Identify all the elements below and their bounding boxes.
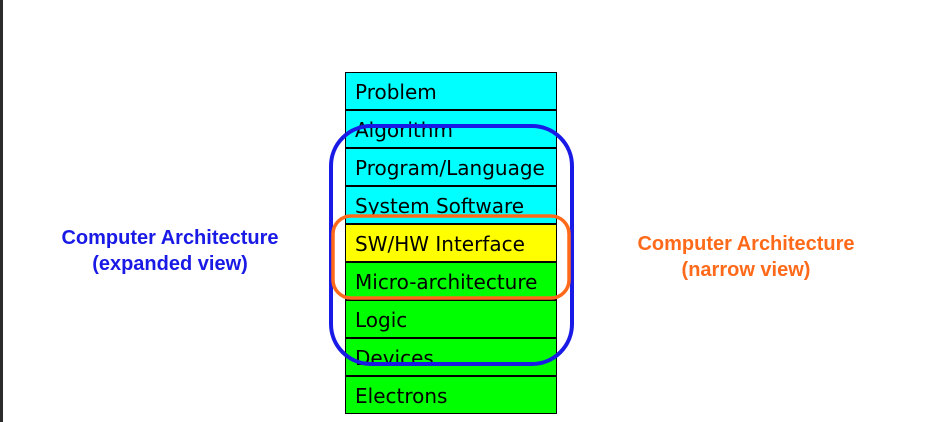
expanded-view-subtitle: (expanded view) [92, 253, 248, 275]
layer-problem: Problem [345, 72, 557, 110]
narrow-view-caption: Computer Architecture (narrow view) [596, 231, 896, 283]
layer-algorithm: Algorithm [345, 110, 557, 148]
layer-sw-hw-interface: SW/HW Interface [345, 224, 557, 262]
expanded-view-title: Computer Architecture [61, 227, 279, 249]
narrow-view-title: Computer Architecture [637, 233, 855, 255]
layer-electrons: Electrons [345, 376, 557, 414]
narrow-view-outline [331, 214, 571, 300]
layer-program-language: Program/Language [345, 148, 557, 186]
layer-logic: Logic [345, 300, 557, 338]
expanded-view-caption: Computer Architecture (expanded view) [20, 225, 320, 277]
layer-devices: Devices [345, 338, 557, 376]
window-edge [0, 0, 3, 422]
expanded-view-outline [329, 124, 574, 366]
narrow-view-subtitle: (narrow view) [681, 259, 811, 281]
